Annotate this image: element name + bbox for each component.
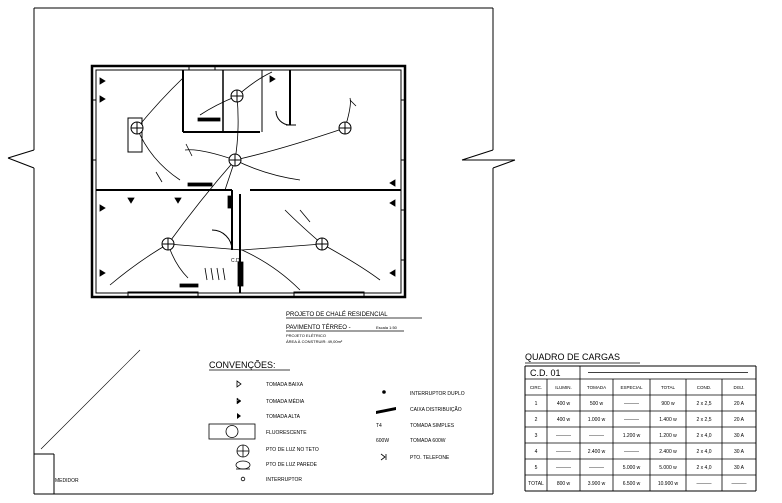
- light-fixture: [230, 89, 244, 103]
- table-cell: 400 w: [557, 401, 571, 407]
- tomada-simples-icon: T4: [376, 423, 382, 429]
- legend-label: INTERRUPTOR DUPLO: [410, 391, 465, 397]
- light-fixture: [161, 237, 175, 251]
- fluorescente-icon: [208, 423, 256, 440]
- legend-label: CAIXA DISTRIBUIÇÃO: [410, 406, 462, 413]
- table-cell: ———: [589, 465, 604, 471]
- table-cell: ———: [556, 465, 571, 471]
- tomada-baixa-icon: [236, 380, 242, 388]
- cd-label: C.D.: [231, 258, 241, 264]
- legend-label: TOMADA BAIXA: [266, 382, 304, 388]
- table-cell: 800 w: [557, 481, 571, 487]
- table-cell: 5.000 w: [623, 465, 641, 471]
- table-cell: ———: [624, 401, 639, 407]
- luz-parede-icon: [235, 460, 251, 470]
- interruptor-icon: [240, 476, 246, 482]
- table-cell: ———: [732, 481, 747, 487]
- sheet-border: [7, 7, 516, 495]
- table-cell: 30 A: [734, 449, 745, 455]
- table-cell: 30 A: [734, 465, 745, 471]
- table-cell: 900 w: [661, 401, 675, 407]
- table-cell: 2 x 4,0: [696, 465, 711, 471]
- table-header: TOTAL: [661, 385, 676, 390]
- table-cell: ———: [624, 417, 639, 423]
- table-cell: 20 A: [734, 401, 745, 407]
- wiring-conduits: [109, 71, 381, 291]
- table-cell: ———: [697, 481, 712, 487]
- project-title: PROJETO DE CHALÉ RESIDENCIAL: [286, 311, 388, 318]
- table-cell: 2 x 4,0: [696, 433, 711, 439]
- table-header: COND.: [697, 385, 712, 390]
- table-cell: 20 A: [734, 417, 745, 423]
- table-cell: 1.200 w: [659, 433, 677, 439]
- load-table-grid: C.D. 01 CIRC. ILUMIN. TOMADA ESPECIAL TOTAL CO…: [524, 365, 757, 492]
- table-cell: 3: [535, 433, 538, 439]
- caixa-distribuicao-icon: [376, 407, 396, 414]
- light-fixture: [338, 121, 352, 135]
- legend-label: PTO. TELEFONE: [410, 455, 450, 461]
- table-cell: 1.000 w: [588, 417, 606, 423]
- table-cell: 10.900 w: [658, 481, 679, 487]
- load-table: QUADRO DE CARGAS C.D. 01 CIRC. ILUMIN. TOMA…: [524, 352, 757, 492]
- table-cell: 2 x 2,5: [696, 417, 711, 423]
- area-label: ÁREA À CONSTRUIR: 49,00m²: [286, 339, 343, 344]
- table-cell: 4: [535, 449, 538, 455]
- ceiling-lights: [130, 89, 352, 251]
- tomada-media-icon: [236, 397, 242, 405]
- legend-label: FLUORESCENTE: [266, 430, 307, 436]
- tomada-alta-icon: [237, 413, 241, 419]
- meter-label: MEDIDOR: [55, 478, 79, 484]
- legend-label: TOMADA SIMPLES: [410, 423, 455, 429]
- table-header: ESPECIAL: [620, 385, 643, 390]
- table-cell: 6.500 w: [623, 481, 641, 487]
- table-cell: ———: [556, 433, 571, 439]
- table-cell: 2.400 w: [659, 449, 677, 455]
- legend-label: PTO DE LUZ NO TETO: [266, 447, 319, 453]
- legend-label: PTO DE LUZ PAREDE: [266, 462, 318, 468]
- table-cell: 3.900 w: [588, 481, 606, 487]
- floor-title: PAVIMENTO TÉRREO -: [286, 324, 351, 331]
- table-cell: 5.000 w: [659, 465, 677, 471]
- title-block: PROJETO DE CHALÉ RESIDENCIAL PAVIMENTO T…: [286, 311, 422, 344]
- interruptor-duplo-icon: [382, 390, 386, 394]
- table-cell: 30 A: [734, 433, 745, 439]
- table-header: DISJ.: [733, 385, 744, 390]
- table-cell: 400 w: [557, 417, 571, 423]
- table-cell: ———: [624, 449, 639, 455]
- table-cell: 2 x 2,5: [696, 401, 711, 407]
- light-fixture: [228, 153, 242, 167]
- scale-label: Escala 1:50: [376, 325, 398, 330]
- table-cell: 1.400 w: [659, 417, 677, 423]
- table-cell: 2.400 w: [588, 449, 606, 455]
- legend-label: TOMADA ALTA: [266, 414, 301, 420]
- table-cell: TOTAL: [528, 481, 544, 487]
- table-header: ILUMIN.: [555, 385, 572, 390]
- table-cell: 1: [535, 401, 538, 407]
- table-cell: 2: [535, 417, 538, 423]
- legend-label: TOMADA MÉDIA: [266, 398, 305, 405]
- legend-label: INTERRUPTOR: [266, 477, 302, 483]
- subtitle-label: PROJETO ELÉTRICO: [286, 333, 326, 338]
- windows-doors: [91, 65, 406, 298]
- table-cell: 2 x 4,0: [696, 449, 711, 455]
- luz-teto-icon: [236, 444, 250, 458]
- table-cell: ———: [589, 433, 604, 439]
- board-label: C.D. 01: [530, 368, 561, 378]
- table-cell: 500 w: [590, 401, 604, 407]
- telefone-icon: [380, 453, 387, 461]
- table-cell: 1.200 w: [623, 433, 641, 439]
- table-cell: ———: [556, 449, 571, 455]
- legend-title: CONVENÇÕES:: [209, 360, 276, 370]
- light-fixture: [315, 237, 329, 251]
- legend: CONVENÇÕES: TOMADA BAIXA TOMADA MÉDIA TO…: [208, 360, 465, 483]
- table-header: CIRC.: [530, 385, 542, 390]
- table-header: TOMADA: [587, 385, 606, 390]
- wall-outlets: [99, 75, 396, 288]
- table-cell: 5: [535, 465, 538, 471]
- light-fixture: [130, 121, 144, 135]
- load-table-title: QUADRO DE CARGAS: [525, 352, 620, 362]
- legend-label: TOMADA 600W: [410, 438, 446, 444]
- tomada-600w-icon: 600W: [376, 438, 389, 444]
